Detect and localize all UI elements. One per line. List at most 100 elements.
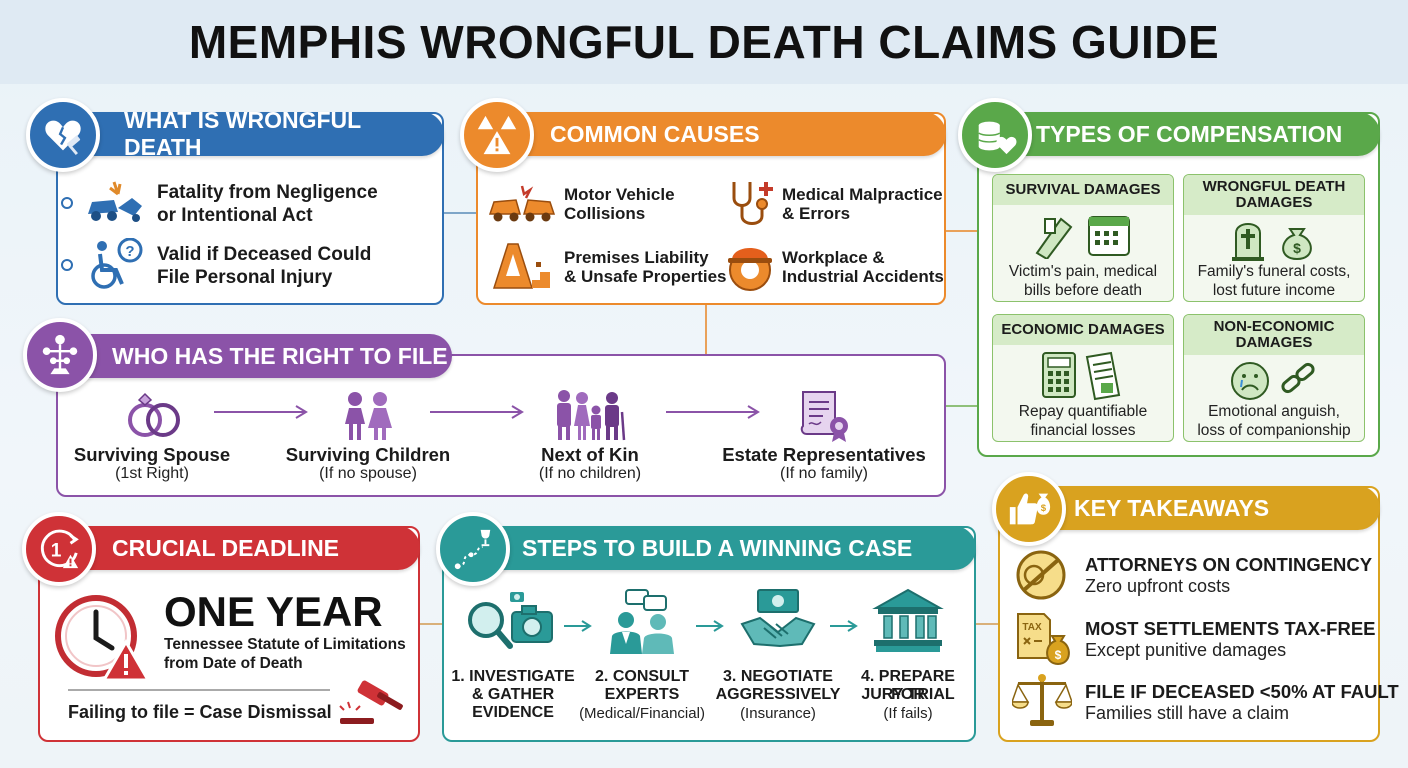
svg-text:$: $ (1293, 240, 1301, 256)
connector-file-comp (945, 405, 977, 407)
file-step-1-label: Surviving Spouse (73, 444, 231, 465)
file-step-2-label: Surviving Children (285, 444, 451, 465)
survival-damages-line2: bills before death (1023, 282, 1143, 299)
file-step-3-label: Next of Kin (541, 444, 639, 465)
what-tab: WHAT IS WRONGFUL DEATH (60, 107, 444, 160)
wet-floor-icon (492, 243, 550, 289)
what-item-2-line2: File Personal Injury (157, 267, 333, 288)
cause-4-line1: Workplace & (782, 248, 885, 267)
deadline-line1: Tennessee Statute of Limitations (164, 636, 406, 653)
wrongful-death-damages-line2: lost future income (1212, 282, 1336, 299)
file-step-4-note: (If no family) (779, 465, 868, 482)
file-step-1-note: (1st Right) (115, 465, 189, 482)
sad-face-broken-chain-icon (1231, 362, 1315, 400)
non-economic-damages-line2: loss of companionship (1197, 422, 1351, 439)
step-4-line1: 4. PREPARE FOR (861, 668, 955, 703)
courthouse-icon (872, 588, 944, 652)
arrow-right-icon (696, 620, 724, 632)
takeaway-2-title: MOST SETTLEMENTS TAX-FREE (1085, 618, 1376, 639)
cause-3-line1: Premises Liability (564, 248, 709, 267)
thumbs-money-badge: $ (992, 472, 1066, 546)
step-2-line2: EXPERTS (604, 686, 680, 703)
economic-damages-line1: Repay quantifiable (1018, 403, 1148, 420)
economic-damages-title: ECONOMIC DAMAGES (993, 315, 1173, 345)
wrongful-death-damages-card: WRONGFUL DEATH DAMAGES $ Family's funera… (1183, 174, 1365, 302)
wrongful-death-damages-title-1: WRONGFUL DEATH (1202, 178, 1346, 195)
non-economic-damages-line1: Emotional anguish, (1208, 403, 1340, 420)
hard-hat-icon (728, 248, 772, 291)
step-4-line2: JURY TRIAL (861, 686, 955, 703)
wrongful-death-damages-title: WRONGFUL DEATH DAMAGES (1184, 175, 1364, 215)
tombstone-moneybag-icon: $ (1232, 223, 1312, 261)
what-item-1-line1: Fatality from Negligence (157, 182, 378, 203)
cause-4-line2: Industrial Accidents (782, 267, 944, 286)
document-seal-icon (800, 391, 848, 442)
magnifier-camera-icon (468, 592, 553, 649)
arrow-right-icon (430, 405, 524, 419)
svg-text:$: $ (1055, 648, 1062, 662)
takeaway-1-text: Zero upfront costs (1085, 576, 1231, 596)
family-tree-badge (23, 318, 97, 392)
connector-causes-file (705, 305, 707, 355)
step-2-line1: 2. CONSULT (595, 668, 689, 685)
tax-moneybag-icon: TAX $ (1017, 613, 1070, 666)
deadline-warning: Failing to file = Case Dismissal (68, 702, 332, 722)
file-tab: WHO HAS THE RIGHT TO FILE (60, 334, 452, 378)
calculator-document-icon (1042, 351, 1121, 401)
step-3-line3: (Insurance) (740, 705, 816, 722)
survival-damages-line1: Victim's pain, medical (1008, 263, 1158, 280)
path-trophy-icon (454, 529, 491, 570)
causes-tab: COMMON CAUSES (490, 112, 946, 156)
cause-1-line2: Collisions (564, 204, 646, 223)
path-trophy-badge (436, 512, 510, 586)
arrow-right-icon (830, 620, 858, 632)
causes-heading: COMMON CAUSES (550, 120, 760, 147)
heart-gavel-badge (26, 98, 100, 172)
page-title: MEMPHIS WRONGFUL DEATH CLAIMS GUIDE (188, 16, 1220, 68)
deadline-tab: CRUCIAL DEADLINE (42, 526, 420, 570)
arrow-right-icon (214, 405, 308, 419)
compensation-heading: TYPES OF COMPENSATION (1036, 120, 1343, 147)
one-clock-warning-icon: 1 (40, 529, 79, 569)
arrow-right-icon (666, 405, 760, 419)
step-3-line2: AGGRESSIVELY (715, 686, 841, 703)
step-2-line3: (Medical/Financial) (579, 705, 705, 722)
connector-causes-comp (945, 230, 977, 232)
non-economic-damages-title-1: NON-ECONOMIC (1213, 318, 1335, 335)
file-heading: WHO HAS THE RIGHT TO FILE (112, 342, 448, 369)
gavel-icon (339, 680, 403, 724)
children-icon (345, 392, 392, 440)
survival-damages-card: SURVIVAL DAMAGES Victim's pain, medical … (992, 174, 1174, 302)
non-economic-damages-title: NON-ECONOMIC DAMAGES (1184, 315, 1364, 355)
connector-deadline-steps (420, 623, 442, 625)
arrow-right-icon (564, 620, 592, 632)
connector-steps-takeaways (976, 623, 998, 625)
steps-heading: STEPS TO BUILD A WINNING CASE (522, 534, 913, 561)
svg-text:1: 1 (51, 541, 62, 562)
rings-icon (128, 392, 180, 437)
svg-text:?: ? (125, 243, 134, 260)
deadline-big: ONE YEAR (164, 588, 383, 635)
wheelchair-question-icon: ? (91, 238, 143, 289)
family-tree-icon (42, 334, 78, 375)
stethoscope-icon (732, 182, 773, 225)
cause-2-line2: & Errors (782, 204, 851, 223)
non-economic-damages-card: NON-ECONOMIC DAMAGES Emotional anguish, … (1183, 314, 1365, 442)
car-collision-icon (488, 185, 556, 222)
bullet-dot-icon (61, 197, 73, 209)
family-icon (557, 390, 626, 441)
wrongful-death-damages-line1: Family's funeral costs, (1197, 263, 1351, 280)
deadline-divider (68, 689, 330, 691)
no-upfront-cost-icon (1016, 550, 1066, 600)
step-4-line3: (If fails) (883, 705, 933, 722)
step-1-line1: 1. INVESTIGATE (451, 668, 575, 685)
deadline-line2: from Date of Death (164, 655, 303, 672)
takeaway-2-text: Except punitive damages (1085, 640, 1287, 660)
car-crash-icon (88, 181, 142, 222)
clock-warning-icon (55, 595, 151, 682)
economic-damages-line2: financial losses (1030, 422, 1136, 439)
deadline-heading: CRUCIAL DEADLINE (112, 534, 340, 561)
non-economic-damages-title-2: DAMAGES (1235, 334, 1313, 351)
tax-label: TAX (1022, 622, 1042, 633)
step-3-line1: 3. NEGOTIATE (723, 668, 833, 685)
